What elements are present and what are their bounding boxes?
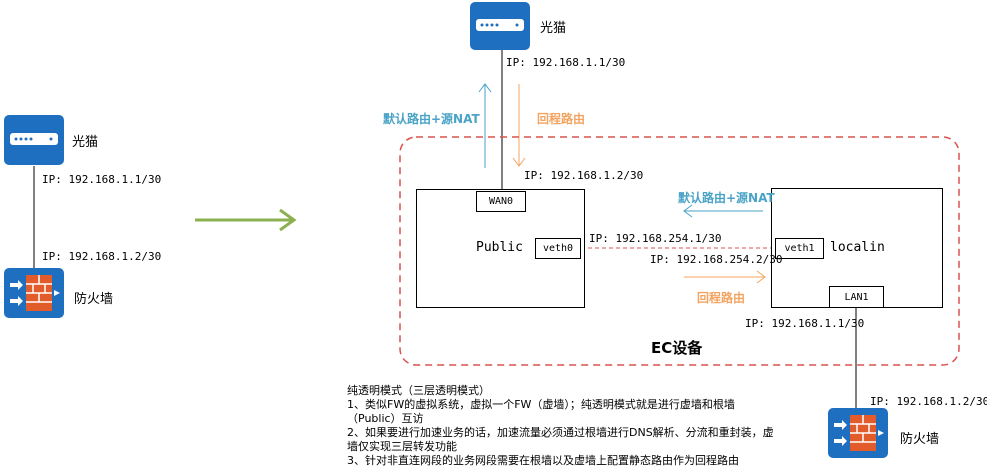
wan0-ip: IP: 192.168.1.2/30	[524, 169, 644, 182]
public-label: Public	[476, 240, 523, 255]
notes-block: 纯透明模式（三层透明模式） 1、类似FW的虚拟系统，虚拟一个FW（虚墙）；纯透明…	[347, 384, 777, 468]
default-route-up-arrow	[478, 83, 492, 168]
notes-item-2: 2、如果要进行加速业务的话，加速流量必须通过根墙进行DNS解析、分流和重封装，虚…	[347, 426, 774, 453]
right-modem-label: 光猫	[540, 21, 567, 36]
right-firewall-label: 防火墙	[900, 432, 940, 447]
left-firewall-label: 防火墙	[74, 292, 114, 307]
left-modem-icon	[4, 115, 64, 169]
default-route-nat-label-mid: 默认路由+源NAT	[678, 191, 775, 205]
lan1-ip: IP: 192.168.1.1/30	[745, 317, 865, 330]
left-firewall-ip: IP: 192.168.1.2/30	[42, 250, 162, 263]
right-firewall-icon	[828, 408, 888, 462]
right-modem-icon	[470, 2, 530, 54]
veth1-ip: IP: 192.168.254.2/30	[650, 253, 783, 266]
return-route-label-mid: 回程路由	[697, 291, 746, 305]
left-modem-ip: IP: 192.168.1.1/30	[42, 173, 162, 186]
lan1-port: LAN1	[829, 286, 884, 308]
default-route-nat-label-top: 默认路由+源NAT	[383, 112, 480, 126]
return-route-down-arrow	[512, 84, 526, 167]
veth0-port: veth0	[535, 238, 581, 259]
right-modem-ip: IP: 192.168.1.1/30	[506, 56, 626, 69]
wan0-port: WAN0	[476, 191, 526, 212]
notes-item-1: 1、类似FW的虚拟系统，虚拟一个FW（虚墙）；纯透明模式就是进行虚墙和根墙（Pu…	[347, 398, 735, 425]
right-firewall-ip: IP: 192.168.1.2/30	[870, 395, 987, 408]
default-route-left-arrow	[683, 204, 763, 218]
ec-device-label: EC设备	[651, 339, 703, 357]
localin-label: localin	[830, 240, 885, 255]
return-route-label-top: 回程路由	[537, 112, 586, 126]
veth1-port: veth1	[775, 238, 824, 259]
left-firewall-icon	[4, 268, 64, 322]
notes-title: 纯透明模式（三层透明模式）	[347, 384, 490, 397]
veth0-ip: IP: 192.168.254.1/30	[589, 232, 722, 245]
left-modem-label: 光猫	[72, 135, 99, 150]
notes-item-3: 3、针对非直连网段的业务网段需要在根墙以及虚墙上配置静态路由作为回程路由	[347, 454, 739, 467]
ec-device-boundary	[399, 136, 960, 366]
transition-arrow-icon	[195, 208, 297, 232]
return-route-right-arrow	[684, 270, 766, 284]
